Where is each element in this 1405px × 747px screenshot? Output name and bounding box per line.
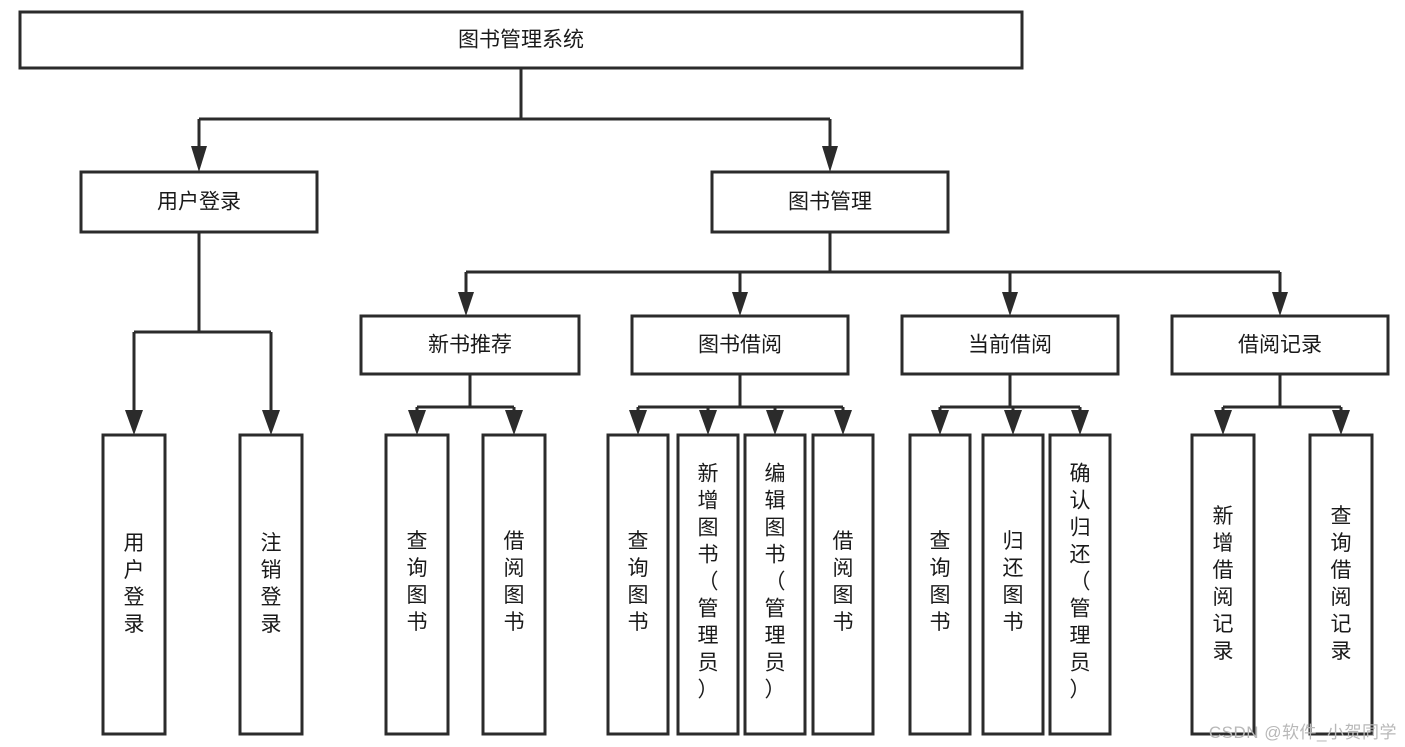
node-leaf-edit-book-admin-box[interactable]: [743, 433, 807, 736]
node-root-label: 图书管理系统: [458, 29, 584, 52]
node-current-borrow-label: 当前借阅: [968, 334, 1052, 357]
node-root[interactable]: 图书管理系统: [18, 10, 1024, 70]
node-leaf-add-book-admin-label: 新增图书（管理员）: [698, 463, 719, 702]
node-leaf-user-login-box[interactable]: [101, 433, 167, 736]
node-leaf-query-book-1-box[interactable]: [384, 433, 450, 736]
arrow-head-icon: [699, 410, 717, 435]
arrow-head-icon: [1004, 410, 1022, 435]
node-leaf-return-book[interactable]: 归还图书: [981, 433, 1045, 736]
csdn-watermark: CSDN @软件_小贺同学: [1208, 723, 1397, 742]
node-root-box[interactable]: [18, 10, 1024, 70]
node-leaf-query-borrow-record-box[interactable]: [1308, 433, 1374, 736]
node-leaf-query-borrow-record-label: 查询借阅记录: [1331, 505, 1352, 663]
arrow-head-icon: [262, 410, 280, 435]
arrow-head-icon: [1332, 410, 1350, 435]
node-leaf-user-logout-label: 注销登录: [261, 532, 282, 636]
node-leaf-query-book-1-label: 查询图书: [407, 530, 428, 634]
node-leaf-add-borrow-record-box[interactable]: [1190, 433, 1256, 736]
node-leaf-query-book-2[interactable]: 查询图书: [606, 433, 670, 736]
node-current-borrow-box[interactable]: [900, 314, 1120, 376]
arrow-head-icon: [1071, 410, 1089, 435]
node-leaf-query-book-3-label: 查询图书: [930, 530, 951, 634]
node-book-manage[interactable]: 图书管理: [710, 170, 950, 234]
node-new-book-recommend-box[interactable]: [359, 314, 581, 376]
arrow-head-icon: [191, 146, 207, 172]
arrow-head-icon: [629, 410, 647, 435]
node-book-borrow-label: 图书借阅: [698, 334, 782, 357]
node-leaf-add-book-admin[interactable]: 新增图书（管理员）: [676, 433, 740, 736]
node-leaf-borrow-book-1-box[interactable]: [481, 433, 547, 736]
node-leaf-borrow-book-1[interactable]: 借阅图书: [481, 433, 547, 736]
node-book-manage-label: 图书管理: [788, 191, 872, 214]
node-borrow-record[interactable]: 借阅记录: [1170, 314, 1390, 376]
node-new-book-recommend-label: 新书推荐: [428, 334, 512, 357]
arrow-head-icon: [931, 410, 949, 435]
arrow-head-icon: [408, 410, 426, 435]
node-leaf-add-borrow-record-label: 新增借阅记录: [1213, 505, 1234, 663]
node-leaf-return-book-label: 归还图书: [1003, 530, 1024, 634]
node-leaf-return-book-box[interactable]: [981, 433, 1045, 736]
node-leaf-confirm-return-admin-label: 确认归还（管理员）: [1070, 463, 1091, 702]
node-leaf-query-book-3-box[interactable]: [908, 433, 972, 736]
node-leaf-query-book-3[interactable]: 查询图书: [908, 433, 972, 736]
node-leaf-borrow-book-2-box[interactable]: [811, 433, 875, 736]
node-leaf-edit-book-admin-label: 编辑图书（管理员）: [765, 463, 786, 702]
node-leaf-confirm-return-admin[interactable]: 确认归还（管理员）: [1048, 433, 1112, 736]
node-book-borrow-box[interactable]: [630, 314, 850, 376]
connector-layer: [125, 68, 1350, 435]
node-leaf-confirm-return-admin-box[interactable]: [1048, 433, 1112, 736]
node-book-manage-box[interactable]: [710, 170, 950, 234]
node-leaf-user-logout-box[interactable]: [238, 433, 304, 736]
node-leaf-borrow-book-1-label: 借阅图书: [504, 530, 525, 634]
arrow-head-icon: [834, 410, 852, 435]
node-leaf-query-borrow-record[interactable]: 查询借阅记录: [1308, 433, 1374, 736]
node-leaf-query-book-2-label: 查询图书: [628, 530, 649, 634]
node-new-book-recommend[interactable]: 新书推荐: [359, 314, 581, 376]
node-borrow-record-label: 借阅记录: [1238, 334, 1322, 357]
node-leaf-add-borrow-record[interactable]: 新增借阅记录: [1190, 433, 1256, 736]
arrow-head-icon: [458, 292, 474, 316]
arrow-head-icon: [505, 410, 523, 435]
node-leaf-query-book-1[interactable]: 查询图书: [384, 433, 450, 736]
arrow-head-icon: [732, 292, 748, 316]
node-leaf-user-login-label: 用户登录: [124, 532, 145, 636]
node-leaf-user-login[interactable]: 用户登录: [101, 433, 167, 736]
node-user-login-box[interactable]: [79, 170, 319, 234]
arrow-head-icon: [125, 410, 143, 435]
node-leaf-edit-book-admin[interactable]: 编辑图书（管理员）: [743, 433, 807, 736]
arrow-head-icon: [766, 410, 784, 435]
node-leaf-user-logout[interactable]: 注销登录: [238, 433, 304, 736]
node-user-login[interactable]: 用户登录: [79, 170, 319, 234]
arrow-head-icon: [1272, 292, 1288, 316]
arrow-head-icon: [1214, 410, 1232, 435]
arrow-head-icon: [822, 146, 838, 172]
node-borrow-record-box[interactable]: [1170, 314, 1390, 376]
node-leaf-add-book-admin-box[interactable]: [676, 433, 740, 736]
node-leaf-borrow-book-2[interactable]: 借阅图书: [811, 433, 875, 736]
node-leaf-query-book-2-box[interactable]: [606, 433, 670, 736]
arrow-head-icon: [1002, 292, 1018, 316]
node-leaf-borrow-book-2-label: 借阅图书: [833, 530, 854, 634]
node-user-login-label: 用户登录: [157, 191, 241, 214]
node-current-borrow[interactable]: 当前借阅: [900, 314, 1120, 376]
node-book-borrow[interactable]: 图书借阅: [630, 314, 850, 376]
